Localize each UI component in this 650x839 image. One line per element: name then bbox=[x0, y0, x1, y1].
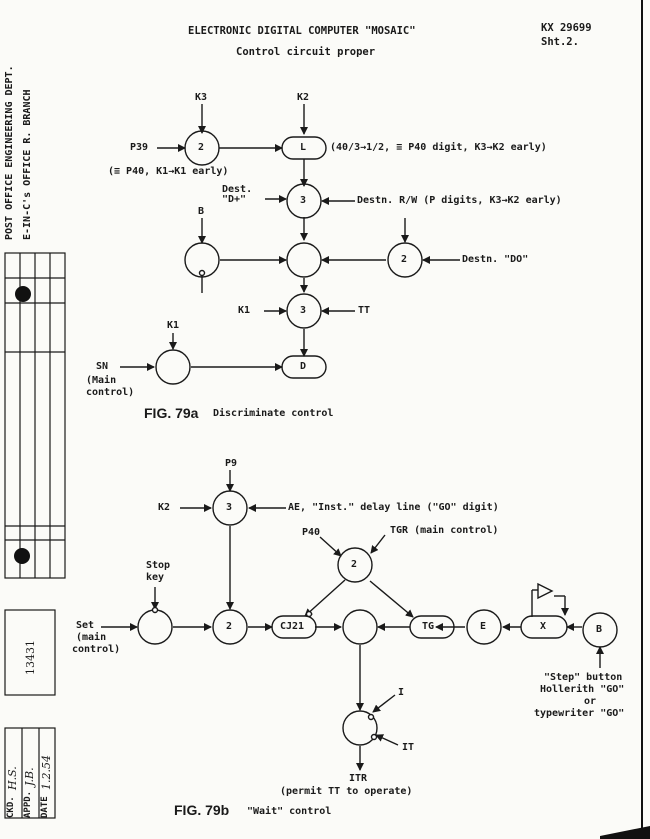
step-1: "Step" button bbox=[544, 672, 623, 683]
circle-e-text: E bbox=[480, 621, 487, 632]
drawing-subtitle: Control circuit proper bbox=[236, 46, 376, 58]
gate-stop bbox=[137, 609, 173, 645]
block-tg bbox=[409, 615, 455, 639]
label-itr: ITR bbox=[349, 773, 368, 784]
gate-3b-text: 3 bbox=[300, 305, 307, 316]
fig-b-wires bbox=[101, 470, 604, 771]
note-ae: AE, "Inst." delay line ("GO" digit) bbox=[288, 502, 499, 513]
gate-sn bbox=[155, 349, 191, 385]
note-l: (40/3→1/2, ≡ P40 digit, K3→K2 early) bbox=[330, 142, 547, 153]
circle-b bbox=[582, 612, 618, 648]
label-i: I bbox=[398, 687, 405, 698]
main-control-1: (Main bbox=[86, 375, 117, 386]
main-control-2: control) bbox=[86, 387, 135, 398]
note-destn-do: Destn. "DO" bbox=[462, 254, 529, 265]
gate-3a-text: 3 bbox=[300, 195, 307, 206]
label-tt: TT bbox=[358, 305, 371, 316]
step-2: Hollerith "GO" bbox=[540, 684, 625, 695]
set-2: (main bbox=[76, 632, 107, 643]
amplifier-symbol bbox=[537, 582, 554, 600]
gate-3-k1 bbox=[286, 293, 322, 329]
gate-2a-text: 2 bbox=[198, 142, 205, 153]
fig-b-caption: FIG. 79b bbox=[174, 802, 230, 818]
note-left: (≡ P40, K1→K1 early) bbox=[108, 166, 229, 177]
gate-2-p39 bbox=[184, 130, 220, 166]
gate-b bbox=[184, 242, 220, 278]
stop-key-1: Stop bbox=[146, 560, 171, 571]
step-4: typewriter "GO" bbox=[534, 708, 625, 719]
label-k1-b: K1 bbox=[167, 320, 180, 331]
block-x bbox=[520, 615, 568, 639]
step-3: or bbox=[584, 696, 597, 707]
label-k3: K3 bbox=[195, 92, 208, 103]
label-b: B bbox=[198, 206, 205, 217]
gate-2-tgr bbox=[337, 547, 373, 583]
gate-center-b bbox=[342, 609, 378, 645]
fig-b-caption-sub: "Wait" control bbox=[247, 806, 332, 817]
circle-b-text: B bbox=[596, 624, 603, 635]
label-p9: P9 bbox=[225, 458, 238, 469]
block-l-text: L bbox=[300, 142, 307, 153]
block-d-text: D bbox=[300, 361, 307, 372]
note-destn-rw: Destn. R/W (P digits, K3→K2 early) bbox=[357, 195, 562, 206]
drawing-title: ELECTRONIC DIGITAL COMPUTER "MOSAIC" bbox=[188, 25, 416, 37]
gate-2top-text: 2 bbox=[351, 559, 358, 570]
block-l bbox=[281, 136, 327, 160]
gate-2b-text: 2 bbox=[401, 254, 408, 265]
gate-2-mid bbox=[212, 609, 248, 645]
sheet-edge bbox=[600, 0, 650, 839]
block-x-text: X bbox=[540, 621, 547, 632]
label-k2: K2 bbox=[297, 92, 310, 103]
note-tgr: TGR (main control) bbox=[390, 525, 499, 536]
gate-center bbox=[286, 242, 322, 278]
dest-d-line2: "D+" bbox=[222, 194, 247, 205]
label-sn: SN bbox=[96, 361, 109, 372]
label-p40: P40 bbox=[302, 527, 321, 538]
sheet-number: Sht.2. bbox=[541, 36, 579, 48]
gate-2-do bbox=[387, 242, 423, 278]
gate-3-text: 3 bbox=[226, 502, 233, 513]
set-1: Set bbox=[76, 620, 95, 631]
gate-itr bbox=[342, 710, 378, 746]
set-3: control) bbox=[72, 644, 121, 655]
revision-grid bbox=[4, 252, 66, 819]
block-tg-text: TG bbox=[422, 621, 435, 632]
stop-key-2: key bbox=[146, 572, 165, 583]
label-it: IT bbox=[402, 742, 415, 753]
gate-3-dest bbox=[286, 183, 322, 219]
fig-a-wires bbox=[120, 104, 460, 371]
block-d bbox=[281, 355, 327, 379]
label-k1-a: K1 bbox=[238, 305, 251, 316]
label-p39: P39 bbox=[130, 142, 149, 153]
block-cj21-text: CJ21 bbox=[280, 621, 305, 632]
block-cj21 bbox=[271, 615, 317, 639]
fig-a-caption-sub: Discriminate control bbox=[213, 408, 334, 419]
fig-a-caption: FIG. 79a bbox=[144, 405, 199, 421]
inhibit-dot-b bbox=[198, 269, 206, 277]
circle-e bbox=[466, 609, 502, 645]
label-k2-b: K2 bbox=[158, 502, 171, 513]
drawing-reference: KX 29699 bbox=[541, 22, 592, 34]
gate-3-p9 bbox=[212, 490, 248, 526]
note-itr: (permit TT to operate) bbox=[280, 786, 413, 797]
gate-2mid-text: 2 bbox=[226, 621, 233, 632]
dest-d-line1: Dest. bbox=[222, 184, 253, 195]
